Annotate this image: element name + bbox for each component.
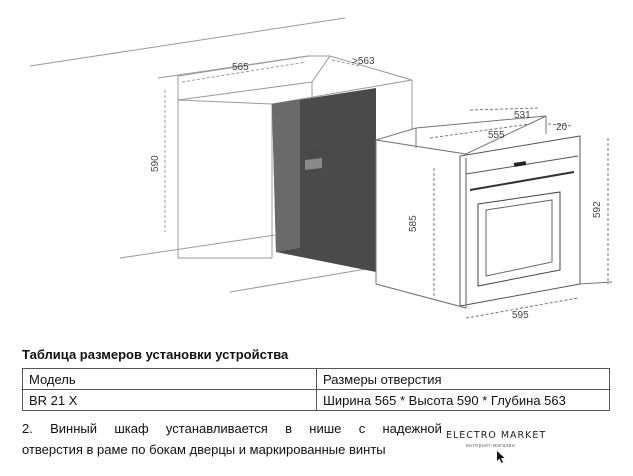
- note-line-1: 2. Винный шкаф устанавливается в нише с …: [22, 418, 442, 439]
- wall-line: [29, 17, 346, 67]
- note-word: 2.: [22, 421, 33, 436]
- dim-oven-width-top: 555: [488, 130, 505, 141]
- logo-name: ELECTRO MARKET: [446, 430, 547, 441]
- dim-oven-front-height: 592: [592, 201, 603, 218]
- display-icon: [513, 161, 527, 167]
- installation-diagram: 565 >563 590 70 531 555 20 585 592 595: [29, 17, 613, 321]
- note-word: нише: [309, 421, 342, 436]
- oven-outline: [375, 107, 613, 319]
- dim-oven-depth: 531: [514, 110, 531, 121]
- installation-note: 2. Винный шкаф устанавливается в нише с …: [22, 418, 442, 460]
- installation-drawing: 565 >563 590 70 531 555 20 585 592 595: [29, 17, 613, 321]
- note-word: в: [285, 421, 293, 436]
- dim-niche-width: 565: [232, 62, 249, 73]
- note-word: шкаф: [114, 421, 149, 436]
- dim-oven-front-width: 595: [512, 310, 529, 321]
- note-word: с: [358, 421, 366, 436]
- niche-top: [177, 55, 331, 101]
- header-size: Размеры отверстия: [316, 368, 610, 390]
- dim-panel-thickness: 20: [556, 122, 568, 133]
- note-line-2: отверстия в раме по бокам дверцы и марки…: [22, 442, 386, 457]
- table-row: BR 21 X Ширина 565 * Высота 590 * Глубин…: [22, 389, 610, 411]
- note-word: устанавливается: [165, 421, 268, 436]
- dim-niche-height: 590: [150, 155, 161, 172]
- cell-size: Ширина 565 * Высота 590 * Глубина 563: [316, 389, 610, 411]
- note-word: Винный: [50, 421, 98, 436]
- note-word: надежной: [382, 421, 442, 436]
- cursor-icon: [497, 451, 505, 463]
- dim-niche-depth: >563: [352, 56, 375, 67]
- table-title: Таблица размеров установки устройства: [22, 347, 289, 362]
- dim-vent: 70: [309, 148, 321, 159]
- header-model: Модель: [22, 368, 317, 390]
- electro-market-logo: ELECTRO MARKET интернет-магазин: [446, 430, 550, 466]
- cell-model: BR 21 X: [22, 389, 317, 411]
- table-header-row: Модель Размеры отверстия: [22, 368, 610, 390]
- dimensions-table: Модель Размеры отверстия BR 21 X Ширина …: [22, 368, 610, 411]
- logo-tagline: интернет-магазин: [466, 443, 516, 449]
- dim-oven-side-height: 585: [408, 215, 419, 232]
